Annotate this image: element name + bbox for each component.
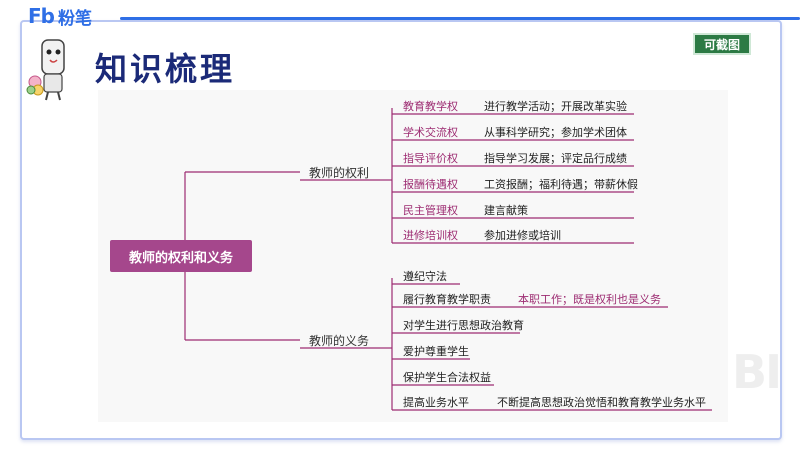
right-name: 民主管理权	[403, 204, 458, 217]
duty-name: 对学生进行思想政治教育	[403, 319, 524, 332]
right-desc: 工资报酬；福利待遇；带薪休假	[484, 178, 638, 191]
right-name: 报酬待遇权	[403, 178, 458, 191]
branch-duties: 教师的义务	[309, 334, 370, 348]
right-desc: 进行教学活动；开展改革实验	[484, 100, 627, 113]
brand: Fb 粉笔	[28, 4, 92, 29]
duty-desc: 不断提高思想政治觉悟和教育教学业务水平	[497, 396, 706, 409]
watermark: BI	[732, 345, 782, 399]
right-desc: 建言献策	[484, 204, 528, 217]
duty-name: 提高业务水平	[403, 396, 469, 409]
branch-rights: 教师的权利	[309, 166, 370, 180]
brand-name: 粉笔	[57, 8, 92, 29]
duty-name: 遵纪守法	[403, 270, 447, 283]
duty-desc: 本职工作；既是权利也是义务	[518, 293, 661, 306]
mascot-illustration	[26, 39, 65, 101]
header-rule	[120, 17, 800, 20]
mindmap-root: 教师的权利和义务	[110, 240, 252, 272]
right-name: 进修培训权	[403, 229, 458, 242]
right-desc: 参加进修或培训	[484, 229, 561, 242]
right-name: 学术交流权	[403, 126, 458, 139]
duty-name: 履行教育教学职责	[403, 293, 491, 306]
screenshot-badge: 可截图	[693, 33, 751, 55]
duty-name: 保护学生合法权益	[403, 371, 491, 384]
page-title: 知识梳理	[95, 50, 236, 88]
right-desc: 指导学习发展；评定品行成绩	[484, 152, 627, 165]
right-desc: 从事科学研究；参加学术团体	[484, 126, 627, 139]
right-name: 指导评价权	[403, 152, 458, 165]
duty-name: 爱护尊重学生	[403, 345, 469, 358]
brand-logo: Fb	[28, 4, 55, 28]
right-name: 教育教学权	[403, 100, 458, 113]
